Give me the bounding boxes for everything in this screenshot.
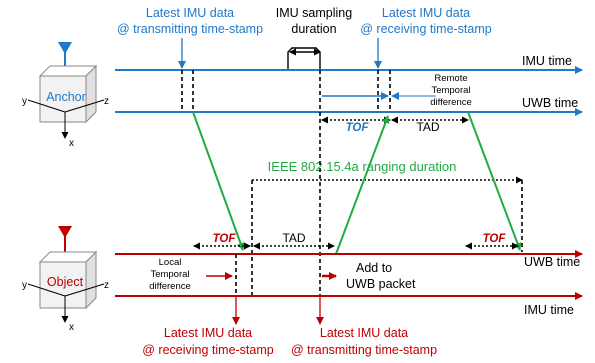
object-tof-left-label: TOF [213,233,237,245]
remote-temporal-line2: Temporal [431,85,470,96]
anchor-node: Anchor y z x [22,42,109,149]
local-temporal-line2: Temporal [150,269,189,280]
packet-object-to-anchor [335,115,390,255]
object-imu-time-label: IMU time [524,303,574,317]
anchor-imu-time-label: IMU time [522,54,572,68]
add-to-packet-line2: UWB packet [346,277,416,291]
anchor-box-icon [38,64,98,124]
anchor-antenna-icon [58,42,72,54]
anchor-axis-y: y [22,96,27,107]
bottom-imu-tx-label-line1: Latest IMU data [320,326,408,340]
sampling-duration-bracket [287,47,321,70]
anchor-tof-label: TOF [346,122,370,134]
sampling-duration-label-line1: IMU sampling [276,6,352,20]
local-temporal-line1: Local [159,257,182,268]
object-tof-right-label: TOF [483,233,507,245]
bottom-imu-rx-label-line1: Latest IMU data [164,326,252,340]
sampling-duration-label-line2: duration [291,22,336,36]
top-imu-rx-label-line2: @ receiving time-stamp [360,22,492,36]
top-imu-rx-label-line1: Latest IMU data [382,6,470,20]
object-uwb-time-label: UWB time [524,255,580,269]
top-labels: Latest IMU data @ transmitting time-stam… [117,6,492,36]
object-box-icon [38,250,98,310]
object-node: Object y z x [22,226,109,333]
uwb-packets [192,111,522,255]
object-antenna-icon [58,226,72,238]
anchor-dashed-markers [181,70,391,112]
anchor-uwb-time-label: UWB time [522,96,578,110]
object-axis-y: y [22,280,27,291]
anchor-axis-x: x [69,138,74,149]
remote-temporal-line1: Remote [434,73,467,84]
packet-anchor-to-object-2 [467,111,522,251]
object-axis-x: x [69,322,74,333]
anchor-tad-label: TAD [416,120,439,134]
object-tad-label: TAD [282,231,305,245]
ranging-duration-label: IEEE 802.15.4a ranging duration [268,159,457,174]
packet-anchor-to-object-1 [192,111,245,251]
local-temporal-line3: difference [149,281,191,292]
add-to-packet-line1: Add to [356,261,392,275]
anchor-label: Anchor [46,90,86,104]
object-label: Object [47,275,84,289]
bottom-labels: Latest IMU data @ receiving time-stamp L… [142,326,437,357]
top-imu-tx-label-line2: @ transmitting time-stamp [117,22,263,36]
bottom-imu-tx-label-line2: @ transmitting time-stamp [291,343,437,357]
remote-temporal-line3: difference [430,97,472,108]
bottom-imu-rx-label-line2: @ receiving time-stamp [142,343,274,357]
object-axis-z: z [104,280,109,291]
anchor-axis-z: z [104,96,109,107]
top-imu-tx-label-line1: Latest IMU data [146,6,234,20]
